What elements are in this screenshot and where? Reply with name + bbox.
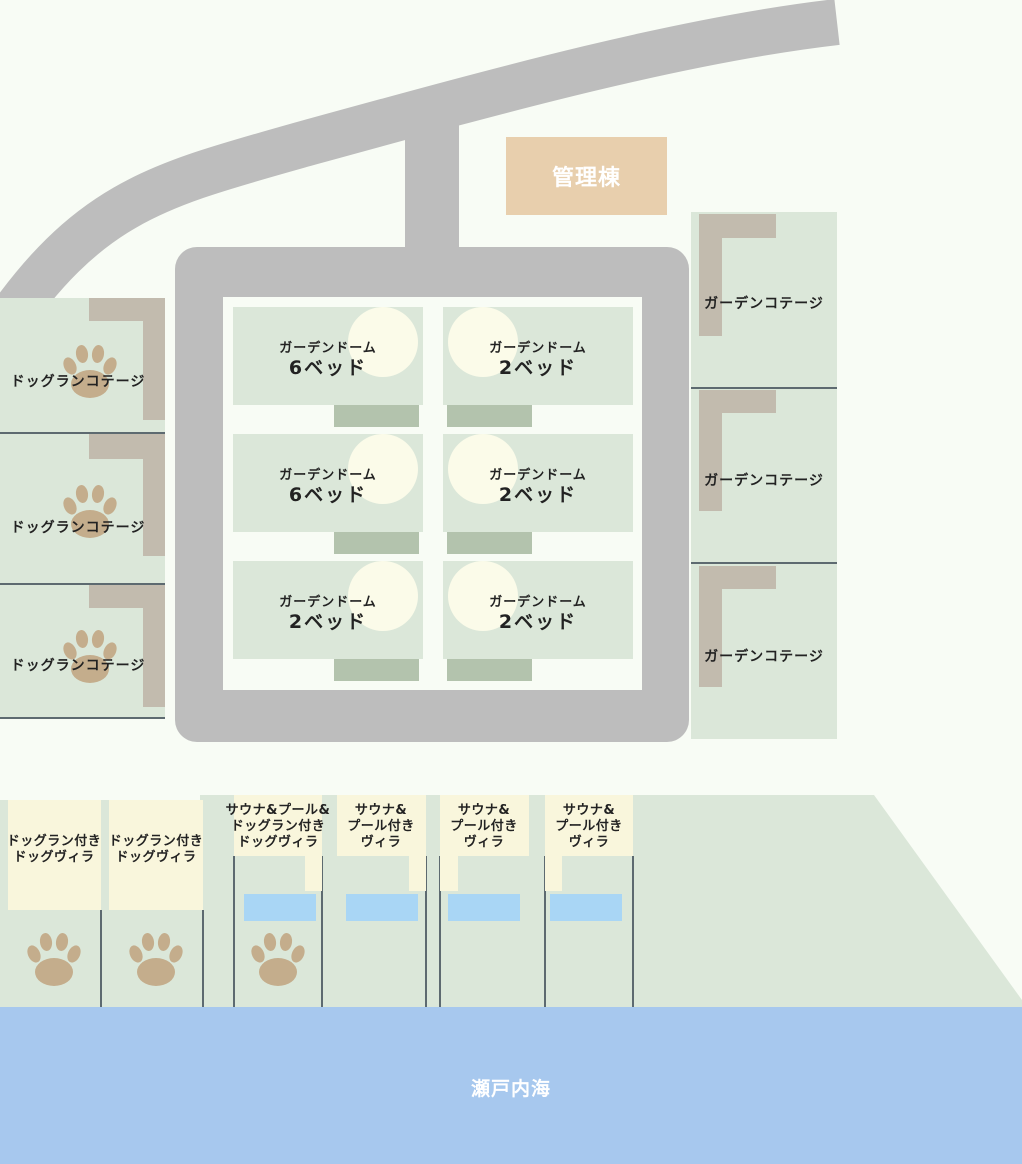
villa-label-line: ドッグラン付き: [6, 834, 102, 849]
villa-buildings: [8, 795, 633, 910]
villa-label-line: サウナ&: [354, 803, 408, 818]
dome-label[interactable]: ガーデンドーム 2ベッド: [463, 464, 613, 507]
villa-label-line: ドッグヴィラ: [237, 835, 319, 850]
villa-label-line: サウナ&: [562, 803, 616, 818]
management-building[interactable]: 管理棟: [506, 137, 667, 215]
villa-label-line: ヴィラ: [568, 835, 610, 850]
villa-label-line: プール付き: [347, 819, 415, 834]
dome-name: ガーデンドーム: [279, 468, 377, 483]
dome-circles: [348, 307, 518, 631]
villa-label-line: ヴィラ: [360, 835, 402, 850]
dome-label[interactable]: ガーデンドーム 6ベッド: [253, 464, 403, 507]
dome-beds: 2ベッド: [288, 611, 368, 633]
dome-name: ガーデンドーム: [489, 341, 587, 356]
villa-label[interactable]: ドッグラン付き ドッグヴィラ: [4, 834, 104, 866]
dome-label[interactable]: ガーデンドーム 6ベッド: [253, 337, 403, 380]
dome-beds: 6ベッド: [288, 357, 368, 379]
dome-label[interactable]: ガーデンドーム 2ベッド: [253, 591, 403, 634]
villa-label-line: ドッグヴィラ: [13, 850, 95, 865]
sea-label: 瀬戸内海: [470, 1078, 551, 1100]
dome-beds: 2ベッド: [498, 611, 578, 633]
villa-label[interactable]: サウナ& プール付き ヴィラ: [436, 803, 532, 851]
dome-beds: 6ベッド: [288, 484, 368, 506]
dome-label[interactable]: ガーデンドーム 2ベッド: [463, 337, 613, 380]
dome-name: ガーデンドーム: [489, 468, 587, 483]
main-road: [0, 0, 840, 345]
dome-name: ガーデンドーム: [279, 341, 377, 356]
dogrun-cottage-label[interactable]: ドッグランコテージ: [10, 520, 146, 536]
villa-label[interactable]: ドッグラン付き ドッグヴィラ: [106, 834, 206, 866]
dome-label[interactable]: ガーデンドーム 2ベッド: [463, 591, 613, 634]
dome-name: ガーデンドーム: [279, 595, 377, 610]
dogrun-cottage-label[interactable]: ドッグランコテージ: [10, 658, 146, 674]
villa-label-line: ドッグヴィラ: [115, 850, 197, 865]
dogrun-cottage-label[interactable]: ドッグランコテージ: [10, 374, 146, 390]
connector-road: [405, 108, 459, 258]
garden-cottage-lots: [691, 212, 837, 739]
dome-beds: 2ベッド: [498, 357, 578, 379]
villa-label-line: ドッグラン付き: [230, 819, 326, 834]
sea: [0, 1007, 1022, 1164]
dome-parking: [334, 405, 532, 681]
garden-cottage-label[interactable]: ガーデンコテージ: [704, 649, 824, 665]
villa-pools: [244, 894, 622, 921]
villa-label-line: サウナ&プール&: [225, 803, 331, 818]
dogrun-cottage-lots: [0, 298, 165, 719]
garden-cottage-label[interactable]: ガーデンコテージ: [704, 296, 824, 312]
garden-cottage-label[interactable]: ガーデンコテージ: [704, 473, 824, 489]
villa-label-line: サウナ&: [457, 803, 511, 818]
dome-name: ガーデンドーム: [489, 595, 587, 610]
villa-label-line: ドッグラン付き: [108, 834, 204, 849]
villa-label[interactable]: サウナ& プール付き ヴィラ: [541, 803, 637, 851]
villa-label-line: ヴィラ: [463, 835, 505, 850]
villa-label[interactable]: サウナ& プール付き ヴィラ: [333, 803, 429, 851]
villa-label-line: プール付き: [555, 819, 623, 834]
dome-beds: 2ベッド: [498, 484, 578, 506]
villa-label-line: プール付き: [450, 819, 518, 834]
villa-label[interactable]: サウナ&プール& ドッグラン付き ドッグヴィラ: [220, 803, 336, 851]
